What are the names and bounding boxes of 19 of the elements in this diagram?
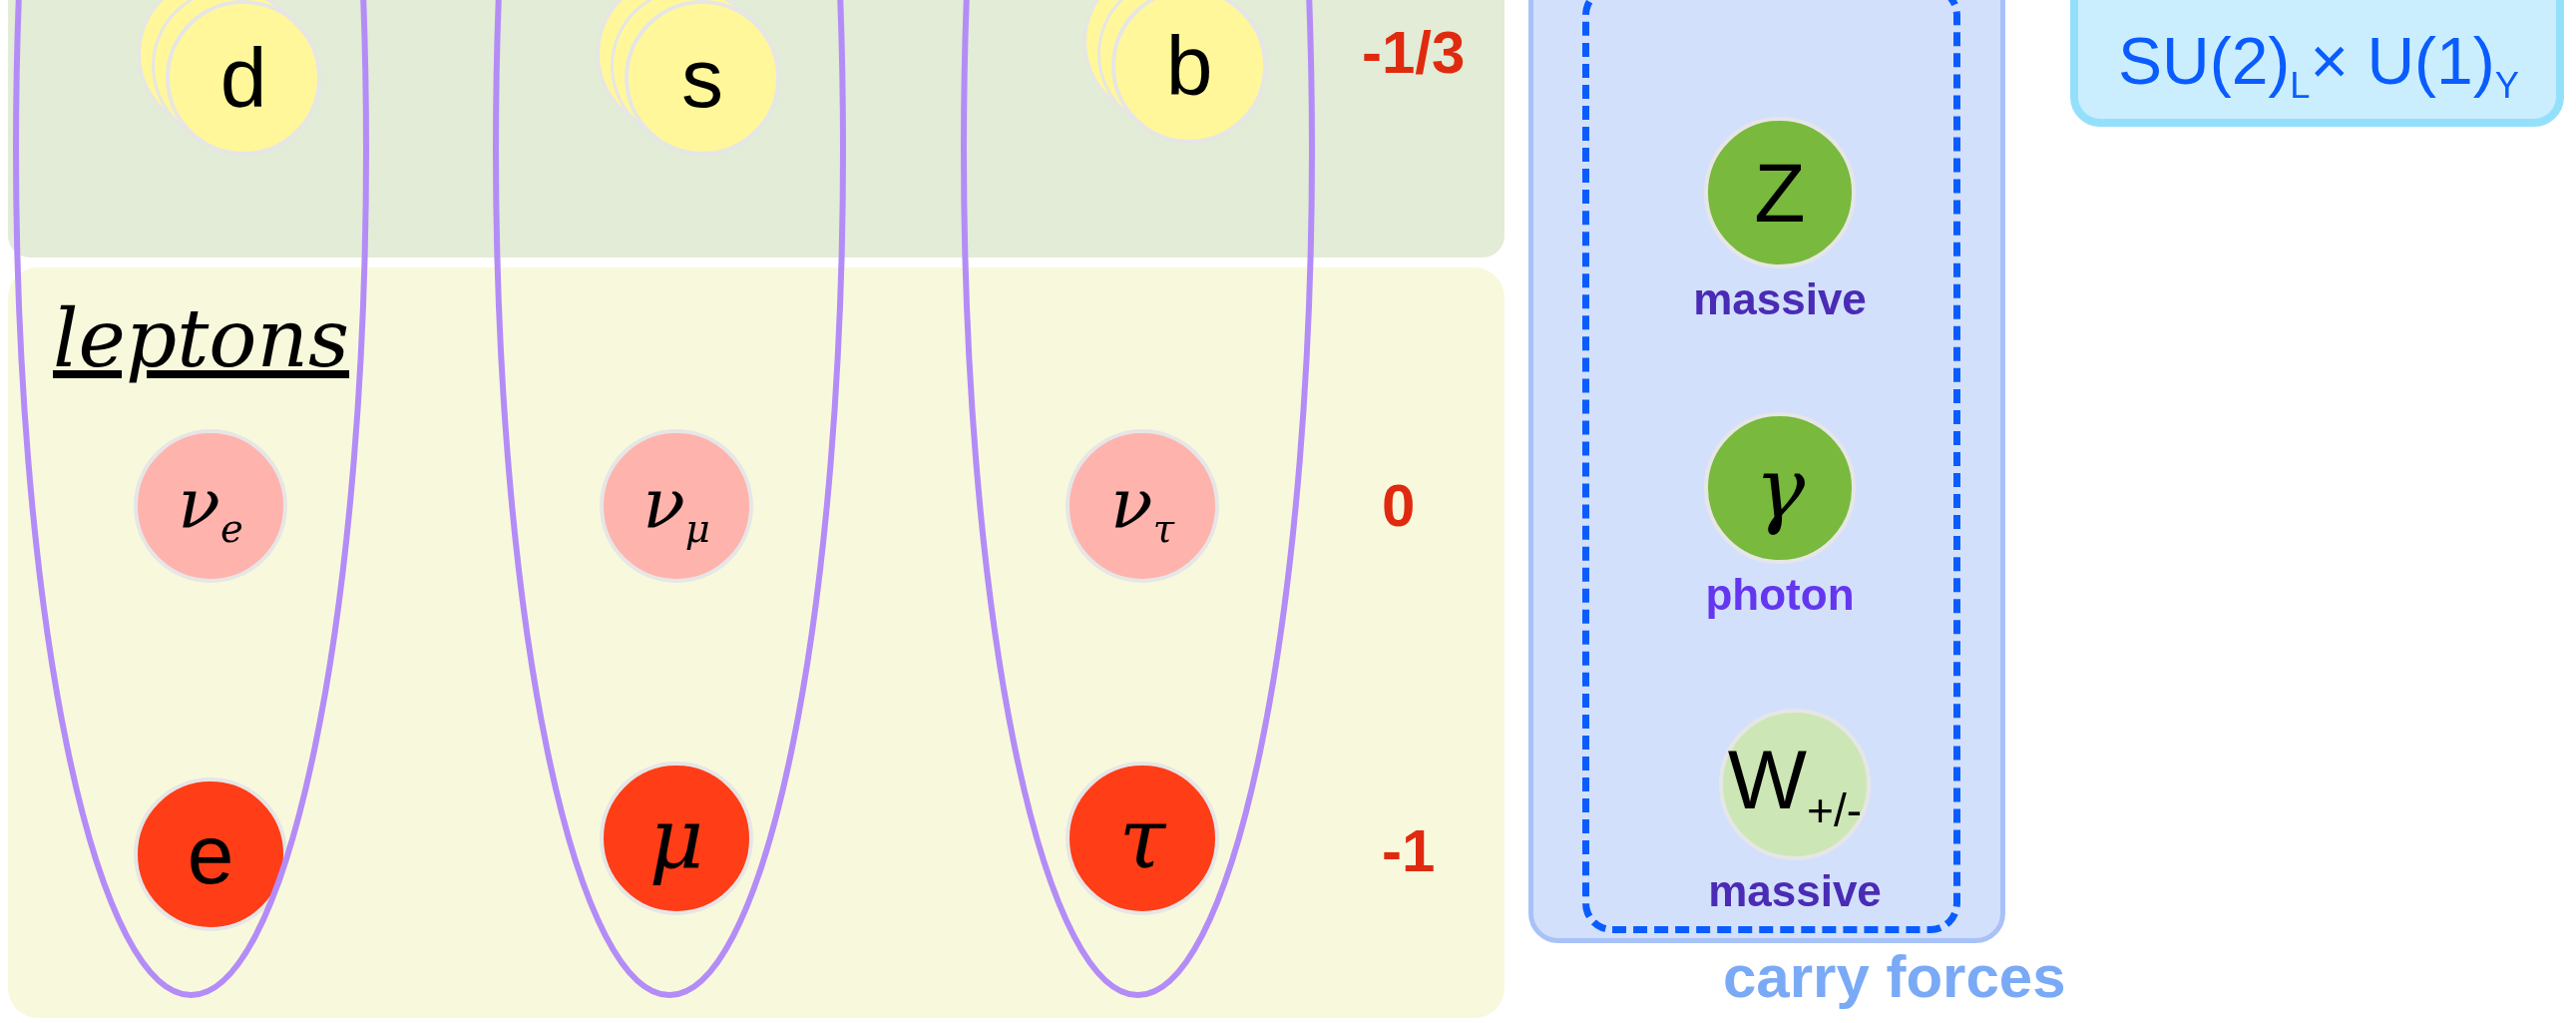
group-heading: leptons — [53, 292, 350, 385]
particle-caption: massive — [1692, 274, 1868, 324]
group-heading: carry forces — [1723, 942, 2066, 1011]
group-heading: SU(2)$_{L}$× U(1)$_{Y}$ — [2118, 23, 2519, 108]
charge-label: -1/3 — [1362, 18, 1466, 87]
particle-caption: massive — [1707, 866, 1883, 916]
particle-circle: e — [134, 777, 287, 931]
dashed-frame — [1582, 0, 1960, 933]
particle-circle: ν$_{μ}$ — [600, 429, 753, 583]
panel-background — [8, 0, 1504, 257]
group-panel — [8, 267, 1504, 1018]
charge-label: 0 — [1382, 471, 1416, 540]
charge-label: -1 — [1382, 816, 1436, 885]
particle-circle: ν$_{e}$ — [134, 429, 287, 583]
symmetry-group-box — [2070, 0, 2564, 127]
particle-circle: μ — [600, 762, 753, 915]
particle-circle: ν$_{τ}$ — [1066, 429, 1219, 583]
particle-circle: τ — [1066, 762, 1219, 915]
particle-caption: photon — [1704, 570, 1856, 620]
